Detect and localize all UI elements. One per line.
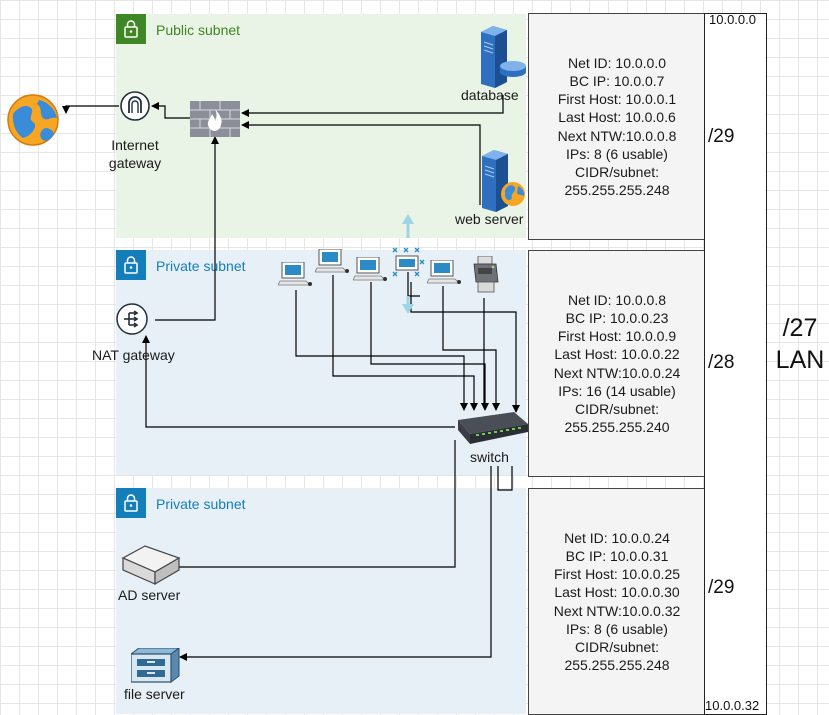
first-host: First Host: 10.0.0.9 [557, 328, 677, 345]
database-label: database [461, 87, 519, 103]
lock-icon [116, 14, 146, 44]
wire-switch-ad [153, 440, 456, 571]
range-start: 10.0.0.0 [709, 12, 756, 27]
wire-firewall-igw [151, 102, 190, 119]
workstation-icon[interactable] [426, 259, 463, 291]
private-subnet-2: Private subnet [116, 488, 526, 714]
nat-gateway-label: NAT gateway [92, 347, 175, 363]
wire-switch-file [179, 466, 492, 661]
lan-prefix: /27 [782, 314, 818, 342]
cidr-label: CIDR/subnet: [574, 638, 660, 655]
wire-nat-firewall [155, 136, 219, 321]
private-subnet-1: Private subnet [116, 250, 526, 475]
wire-ws2-switch [332, 275, 478, 411]
cidr-label: CIDR/subnet: [574, 163, 660, 180]
broadcast-ip: BC IP: 10.0.0.31 [565, 547, 669, 564]
wire-hub-switch [410, 282, 520, 413]
wire-igw-internet [62, 105, 119, 114]
lock-icon [116, 488, 146, 518]
last-host: Last Host: 10.0.0.30 [554, 584, 680, 601]
private-subnet-2-title: Private subnet [156, 496, 246, 512]
broadcast-ip: BC IP: 10.0.0.7 [569, 72, 665, 89]
next-network: Next NTW:10.0.0.8 [557, 127, 677, 144]
ad-server-icon[interactable] [121, 538, 181, 591]
subnet-info-box-1: Net ID: 10.0.0.0 BC IP: 10.0.0.7 First H… [528, 13, 706, 240]
first-host: First Host: 10.0.0.25 [553, 566, 681, 583]
lock-icon [116, 250, 146, 280]
cidr-label: CIDR/subnet: [574, 400, 660, 417]
internet-gateway-label: Internet gateway [108, 137, 162, 171]
next-network: Next NTW:10.0.0.24 [553, 364, 681, 381]
workstation-icon[interactable] [314, 248, 351, 280]
wireless-signal [402, 214, 414, 314]
ip-count: IPs: 8 (6 usable) [566, 145, 668, 162]
subnet-mask: 255.255.255.248 [564, 657, 670, 674]
wire-webserver-firewall [241, 121, 481, 205]
net-id: Net ID: 10.0.0.8 [567, 291, 667, 308]
wire-ws4-switch [442, 286, 500, 411]
broadcast-ip: BC IP: 10.0.0.23 [565, 309, 669, 326]
switch-label: switch [470, 449, 509, 465]
prefix-subnet-3: /29 [708, 577, 735, 598]
private-subnet-1-title: Private subnet [156, 258, 246, 274]
next-network: Next NTW:10.0.0.32 [553, 602, 681, 619]
web-server-label: web server [455, 211, 524, 227]
ip-count: IPs: 16 (14 usable) [558, 382, 676, 399]
switch-icon[interactable] [452, 410, 530, 451]
subnet-info-box-3: Net ID: 10.0.0.24 BC IP: 10.0.0.31 First… [528, 488, 706, 715]
database-server-icon[interactable] [475, 26, 527, 93]
wireless-hub-icon[interactable] [390, 246, 426, 285]
workstation-icon[interactable] [277, 261, 314, 293]
file-server-label: file server [124, 686, 185, 702]
subnet-mask: 255.255.255.248 [564, 182, 670, 199]
range-end: 10.0.0.32 [705, 698, 760, 713]
wire-switch-uplink [497, 466, 513, 491]
nat-gateway-icon[interactable] [115, 302, 149, 341]
ip-count: IPs: 8 (6 usable) [566, 620, 668, 637]
subnet-mask: 255.255.255.240 [564, 419, 670, 436]
wire-ws3-switch [370, 282, 489, 411]
net-id: Net ID: 10.0.0.0 [567, 54, 667, 71]
ad-server-label: AD server [118, 587, 181, 603]
subnet-info-box-2: Net ID: 10.0.0.8 BC IP: 10.0.0.23 First … [528, 250, 706, 477]
last-host: Last Host: 10.0.0.22 [554, 346, 680, 363]
workstation-icon[interactable] [352, 256, 389, 288]
prefix-subnet-1: /29 [708, 126, 735, 147]
last-host: Last Host: 10.0.0.6 [558, 109, 676, 126]
first-host: First Host: 10.0.0.1 [557, 91, 677, 108]
globe-icon [5, 92, 61, 153]
public-subnet: Public subnet [116, 14, 526, 238]
internet-gateway-icon[interactable] [119, 90, 151, 127]
wire-database-firewall [241, 95, 504, 117]
public-subnet-title: Public subnet [156, 22, 241, 38]
prefix-subnet-2: /28 [708, 352, 735, 373]
web-server-icon[interactable] [476, 150, 528, 217]
firewall-icon[interactable] [190, 101, 240, 142]
cidr-range-strip [704, 13, 767, 715]
file-server-icon[interactable] [129, 647, 181, 689]
printer-icon[interactable] [472, 255, 500, 299]
wire-ws1-switch [295, 290, 468, 411]
net-id: Net ID: 10.0.0.24 [564, 529, 670, 546]
wire-switch-nat [142, 335, 455, 428]
lan-label: LAN [775, 346, 825, 374]
